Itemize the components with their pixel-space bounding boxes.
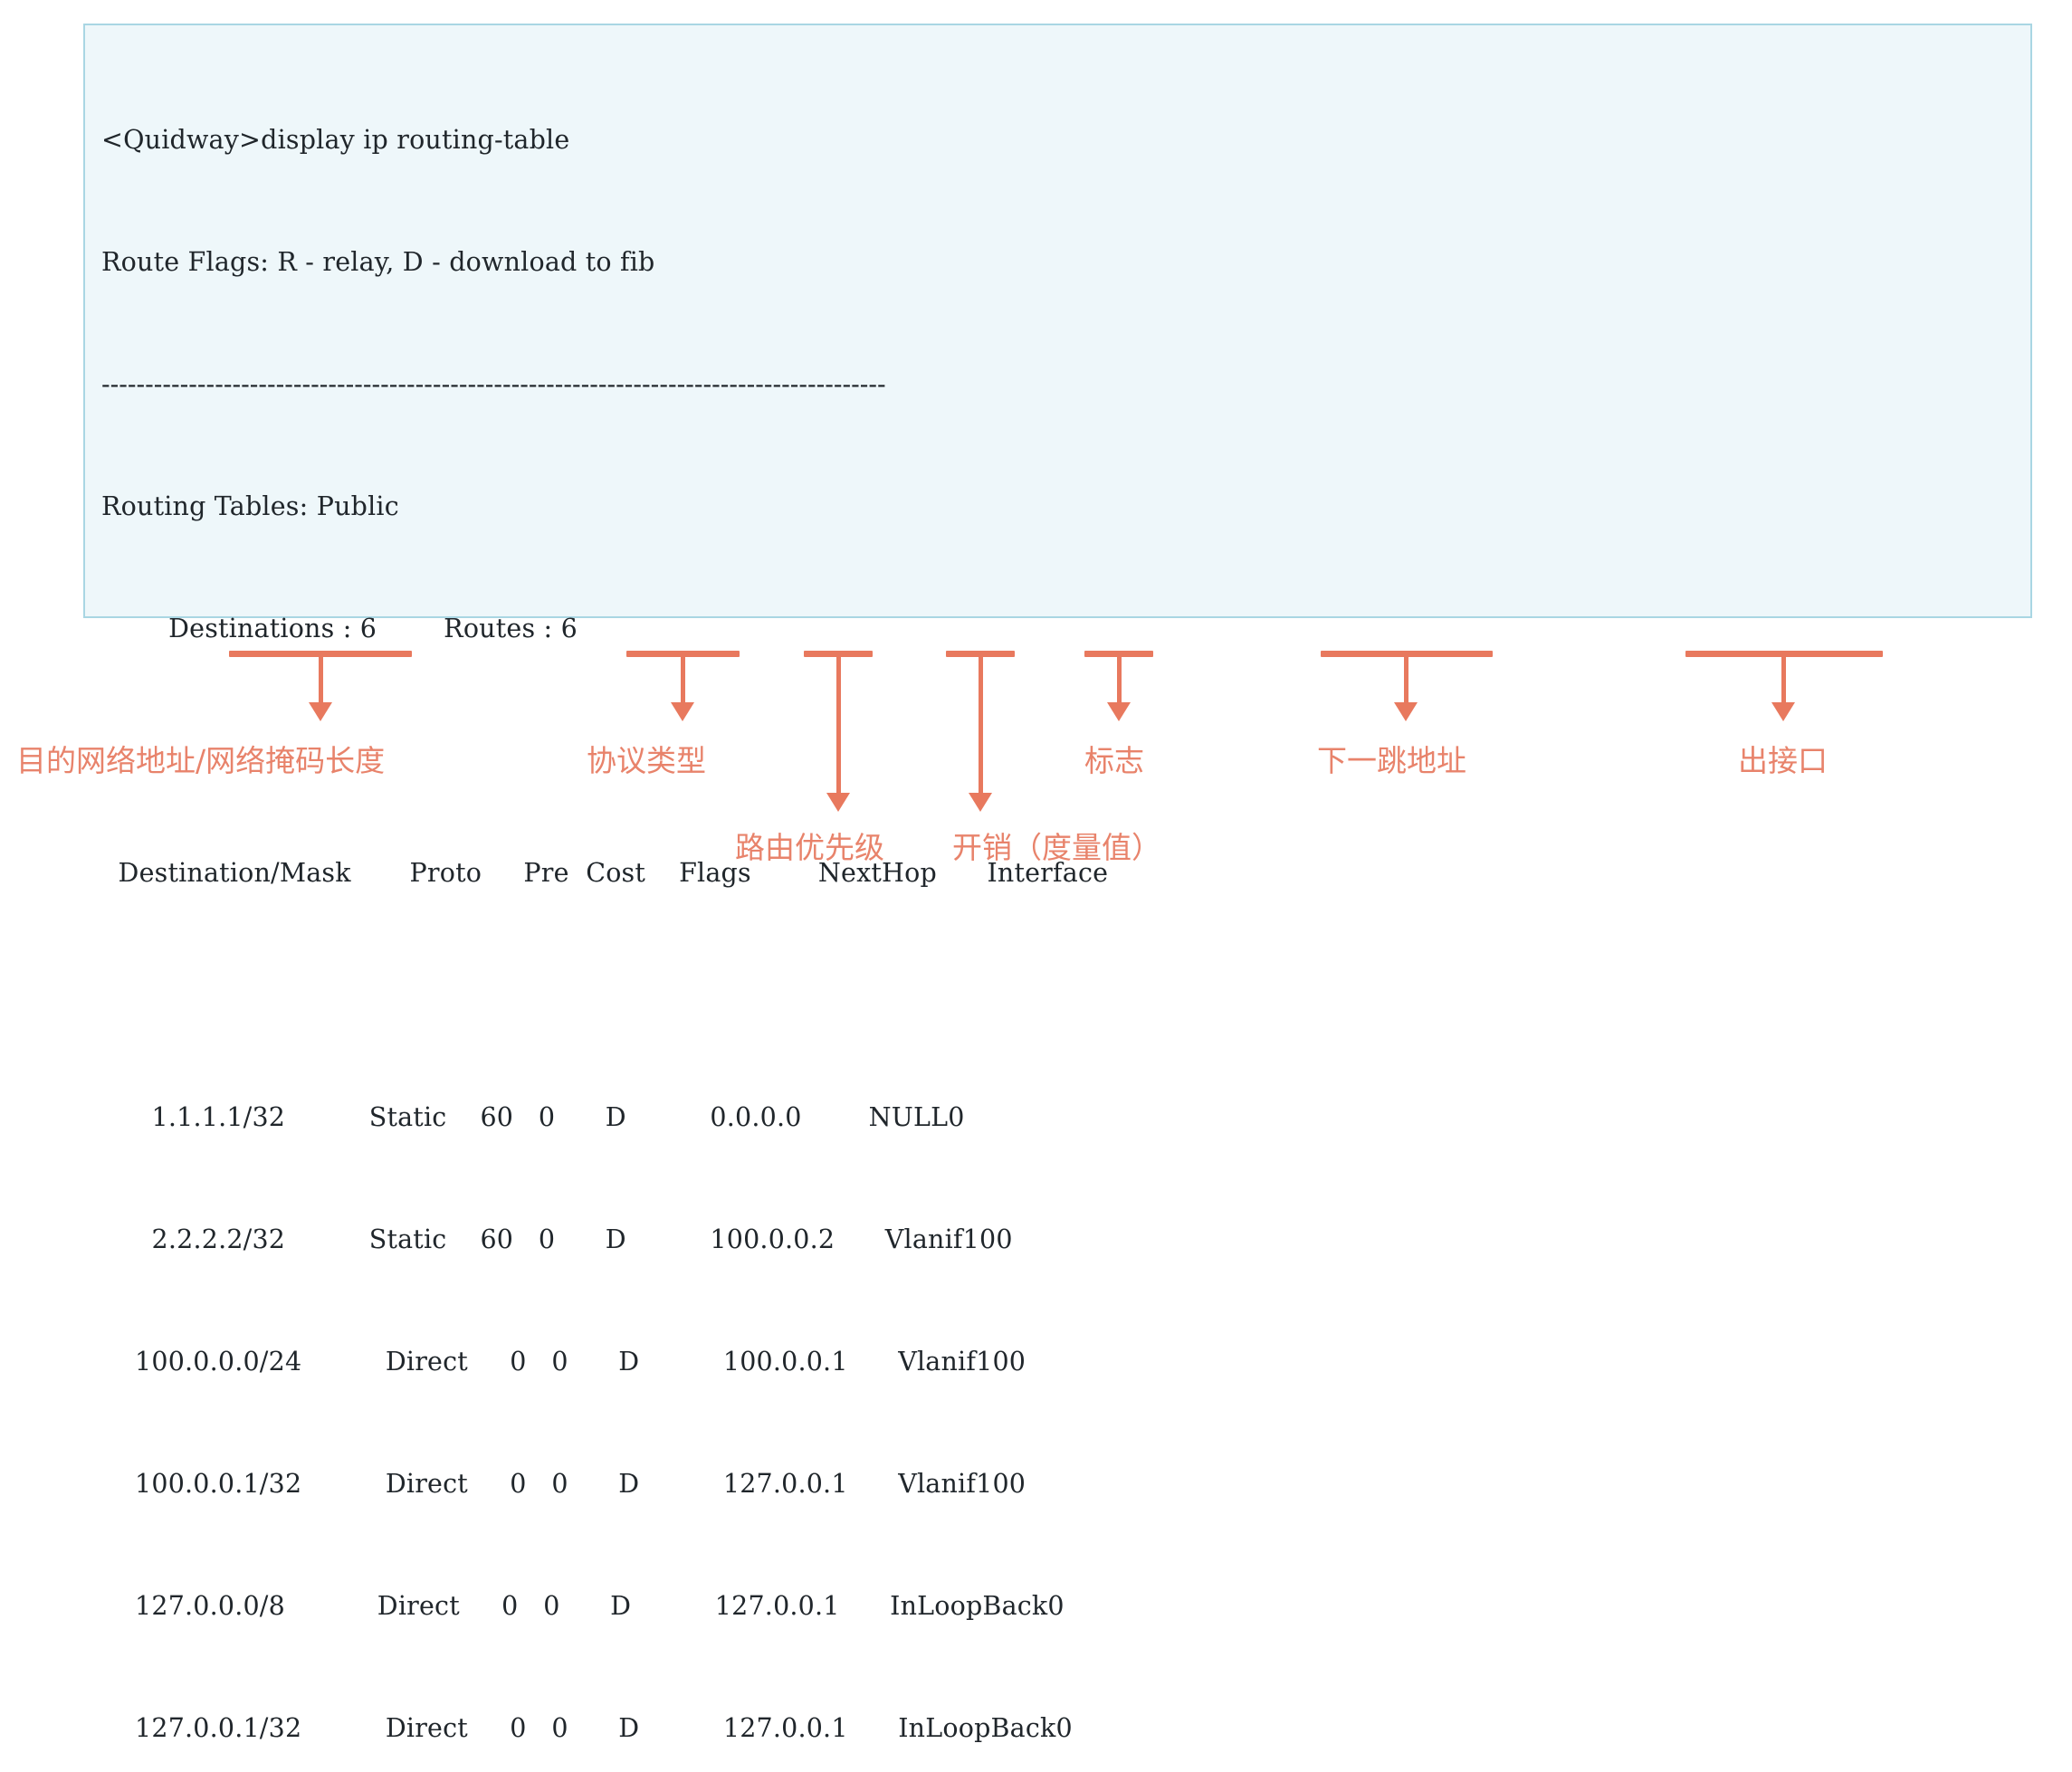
table-row: 127.0.0.1/32 Direct 0 0 D 127.0.0.1 InLo… <box>101 1713 1073 1743</box>
table-row: 100.0.0.0/24 Direct 0 0 D 100.0.0.1 Vlan… <box>101 1347 1026 1377</box>
console-line-prompt: <Quidway>display ip routing-table <box>101 125 570 155</box>
table-row: 127.0.0.0/8 Direct 0 0 D 127.0.0.1 InLoo… <box>101 1591 1065 1621</box>
console-separator: ----------------------------------------… <box>101 369 886 399</box>
console-line-route-flags: Route Flags: R - relay, D - download to … <box>101 247 655 277</box>
routing-table-console-panel: <Quidway>display ip routing-table Route … <box>83 24 2032 1743</box>
table-row: 100.0.0.1/32 Direct 0 0 D 127.0.0.1 Vlan… <box>101 1469 1026 1499</box>
table-row: 1.1.1.1/32 Static 60 0 D 0.0.0.0 NULL0 <box>101 1102 965 1132</box>
table-row: 2.2.2.2/32 Static 60 0 D 100.0.0.2 Vlani… <box>101 1224 1013 1254</box>
console-blank-line-1 <box>101 730 2030 771</box>
console-output: <Quidway>display ip routing-table Route … <box>101 38 2030 1772</box>
console-column-headers: Destination/Mask Proto Pre Cost Flags Ne… <box>101 858 1109 888</box>
console-line-routing-tables: Routing Tables: Public <box>101 491 399 521</box>
console-blank-line-2 <box>101 975 2030 1015</box>
console-line-summary: Destinations : 6 Routes : 6 <box>101 614 578 643</box>
